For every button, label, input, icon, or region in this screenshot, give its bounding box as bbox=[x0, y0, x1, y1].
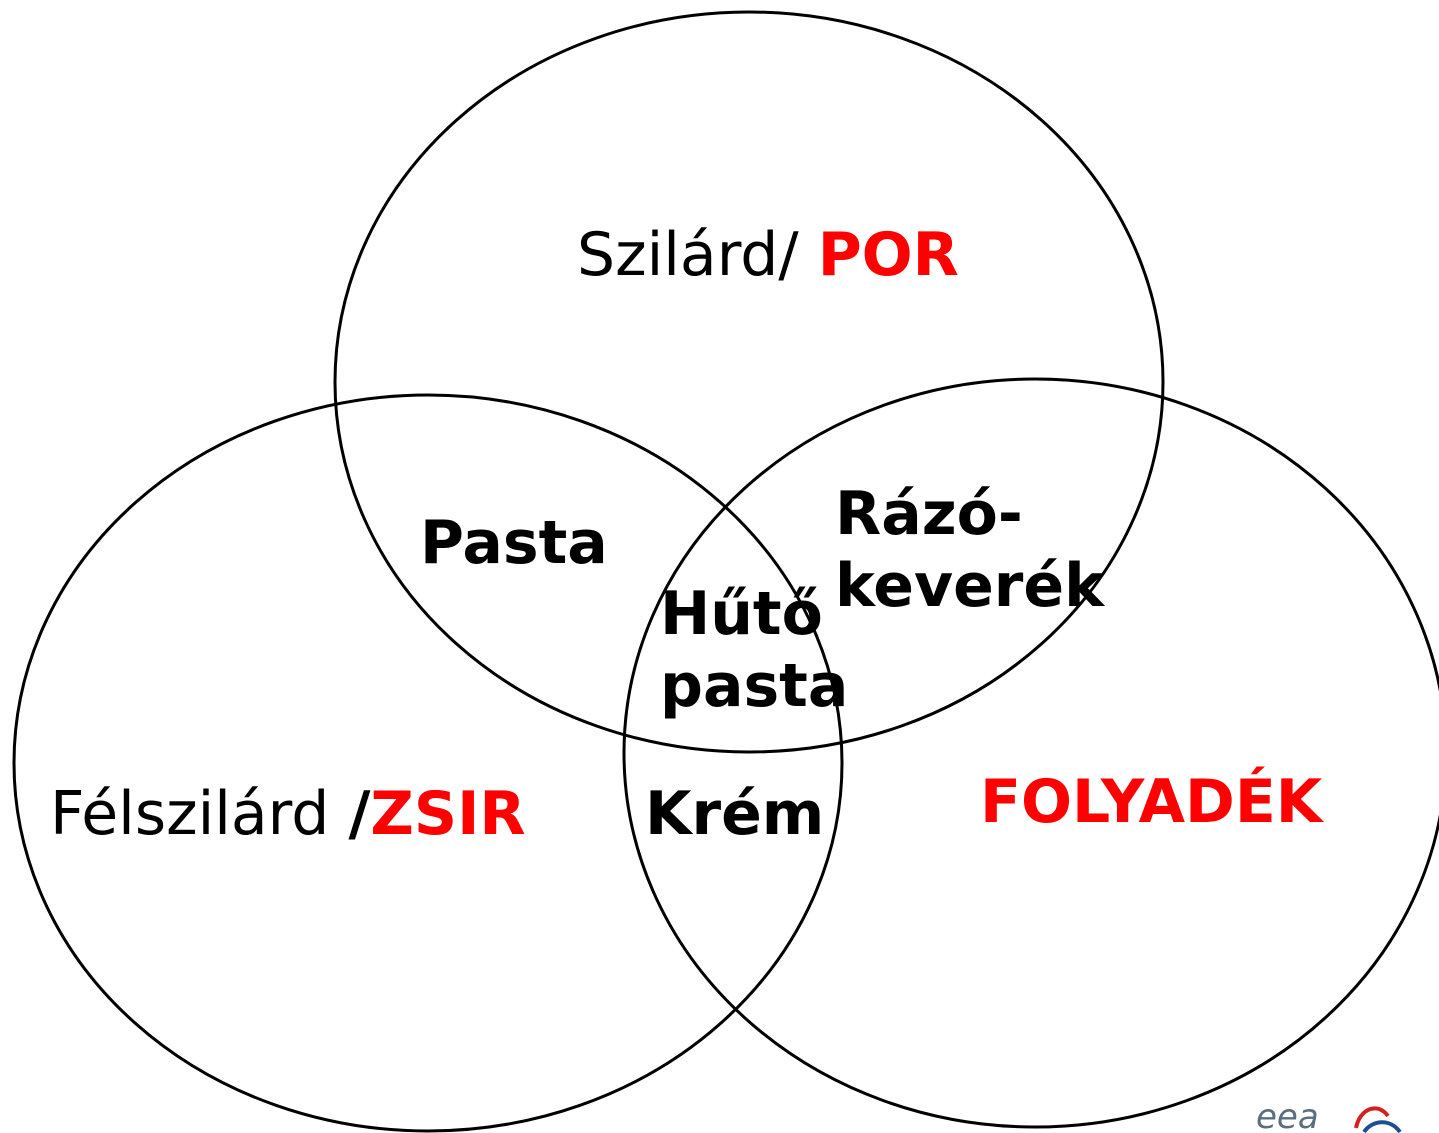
set-label-right-highlight: FOLYADÉK bbox=[980, 767, 1323, 837]
intersection-label-top-right-line1: Rázó- bbox=[835, 479, 1023, 549]
set-label-right: FOLYADÉK bbox=[980, 772, 1322, 832]
set-label-left: Félszilárd /ZSIR bbox=[50, 784, 526, 844]
set-label-left-slash: / bbox=[348, 779, 371, 849]
set-label-top-highlight: POR bbox=[817, 220, 959, 290]
intersection-label-left-right: Krém bbox=[645, 779, 825, 849]
eea-logo: eea bbox=[1240, 1098, 1439, 1133]
set-label-left-prefix: Félszilárd bbox=[50, 779, 349, 849]
circle-right-liquid bbox=[622, 377, 1439, 1129]
set-label-top-prefix: Szilárd/ bbox=[577, 220, 818, 290]
intersection-label-center-line2: pasta bbox=[660, 651, 849, 721]
eea-logo-mark-icon bbox=[1354, 1106, 1402, 1133]
intersection-label-top-right-line2: keverék bbox=[835, 551, 1104, 621]
intersection-label-top-right: Rázó- keverék bbox=[835, 478, 1104, 622]
eea-logo-text: eea bbox=[1256, 1098, 1319, 1133]
intersection-label-top-left: Pasta bbox=[420, 508, 608, 578]
set-label-top: Szilárd/ POR bbox=[577, 225, 959, 285]
intersection-label-center: Hűtő pasta bbox=[660, 578, 848, 722]
set-label-left-highlight: ZSIR bbox=[370, 779, 526, 849]
circle-top-solid-powder bbox=[333, 10, 1165, 754]
intersection-label-center-line1: Hűtő bbox=[660, 579, 823, 649]
circle-left-semisolid-fat bbox=[12, 393, 844, 1133]
